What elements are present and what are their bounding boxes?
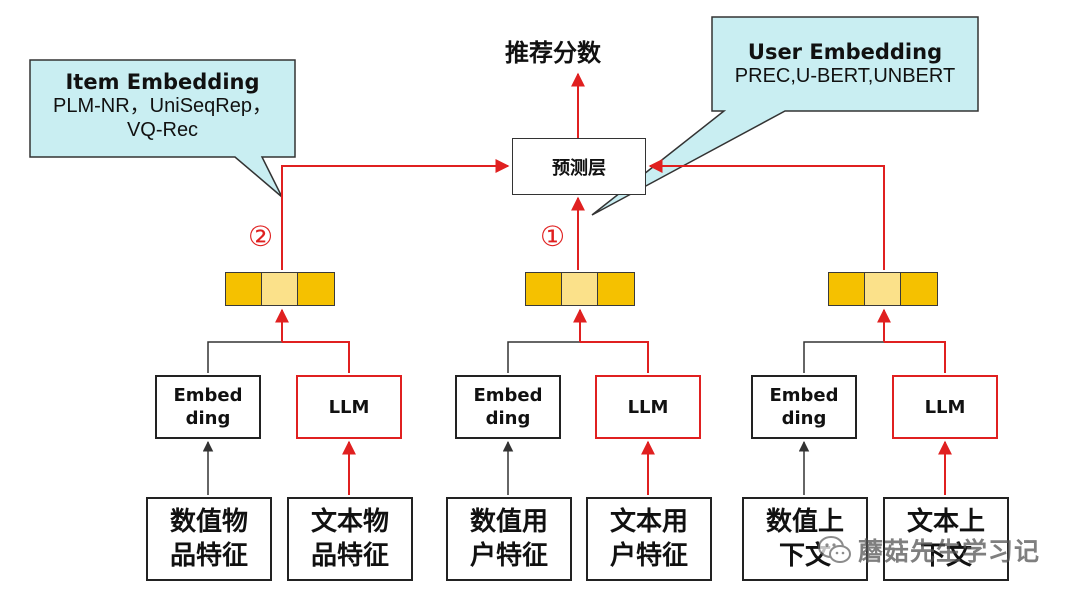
user-embedding-title: User Embedding bbox=[747, 40, 943, 64]
vector-cell bbox=[298, 273, 334, 305]
prediction-layer-label: 预测层 bbox=[552, 157, 606, 179]
wechat-icon bbox=[818, 536, 851, 563]
user-numeric-features: 数值用 户特征 bbox=[446, 497, 572, 581]
user-callout-bubble bbox=[591, 16, 979, 216]
group-connectors-0 bbox=[202, 308, 356, 495]
context-numeric-features: 数值上 下文 bbox=[742, 497, 868, 581]
vector-cell bbox=[598, 273, 634, 305]
group-connectors-2 bbox=[798, 308, 952, 495]
vector-cell bbox=[526, 273, 562, 305]
vector-cell bbox=[562, 273, 598, 305]
item-embedding-callout: Item Embedding PLM-NR，UniSeqRep， VQ-Rec bbox=[30, 70, 295, 142]
user-embedding-box: Embed ding bbox=[455, 375, 561, 439]
vector-cell bbox=[226, 273, 262, 305]
marker-two: ② bbox=[248, 220, 274, 253]
item-embedding-vector bbox=[225, 272, 335, 306]
user-llm-box: LLM bbox=[595, 375, 701, 439]
context-embedding-box: Embed ding bbox=[751, 375, 857, 439]
vector-cell bbox=[865, 273, 901, 305]
vector-cell bbox=[262, 273, 298, 305]
arrow-context-to-pred bbox=[648, 159, 885, 270]
item-text-features: 文本物 品特征 bbox=[287, 497, 413, 581]
watermark-text: 蘑菇先生学习记 bbox=[858, 537, 1041, 566]
user-embedding-callout: User Embedding PREC,U-BERT,UNBERT bbox=[712, 40, 978, 88]
context-text-features: 文本上 下文 bbox=[883, 497, 1009, 581]
user-text-features: 文本用 户特征 bbox=[586, 497, 712, 581]
vector-cell bbox=[829, 273, 865, 305]
context-llm-box: LLM bbox=[892, 375, 998, 439]
prediction-layer-box: 预测层 bbox=[512, 138, 646, 195]
item-callout-bubble bbox=[29, 59, 296, 198]
marker-one: ① bbox=[540, 220, 566, 253]
item-embedding-methods: PLM-NR，UniSeqRep， VQ-Rec bbox=[53, 95, 272, 141]
context-embedding-vector bbox=[828, 272, 938, 306]
item-embedding-box: Embed ding bbox=[155, 375, 261, 439]
item-numeric-features: 数值物 品特征 bbox=[146, 497, 272, 581]
item-llm-box: LLM bbox=[296, 375, 402, 439]
item-embedding-title: Item Embedding bbox=[65, 70, 260, 94]
vector-cell bbox=[901, 273, 937, 305]
arrow-item-to-pred bbox=[281, 159, 510, 270]
group-connectors-1 bbox=[502, 308, 655, 495]
user-embedding-vector bbox=[525, 272, 635, 306]
recommendation-score-label: 推荐分数 bbox=[505, 39, 601, 67]
watermark: 蘑菇先生学习记 bbox=[818, 530, 1040, 570]
user-embedding-methods: PREC,U-BERT,UNBERT bbox=[734, 65, 956, 87]
